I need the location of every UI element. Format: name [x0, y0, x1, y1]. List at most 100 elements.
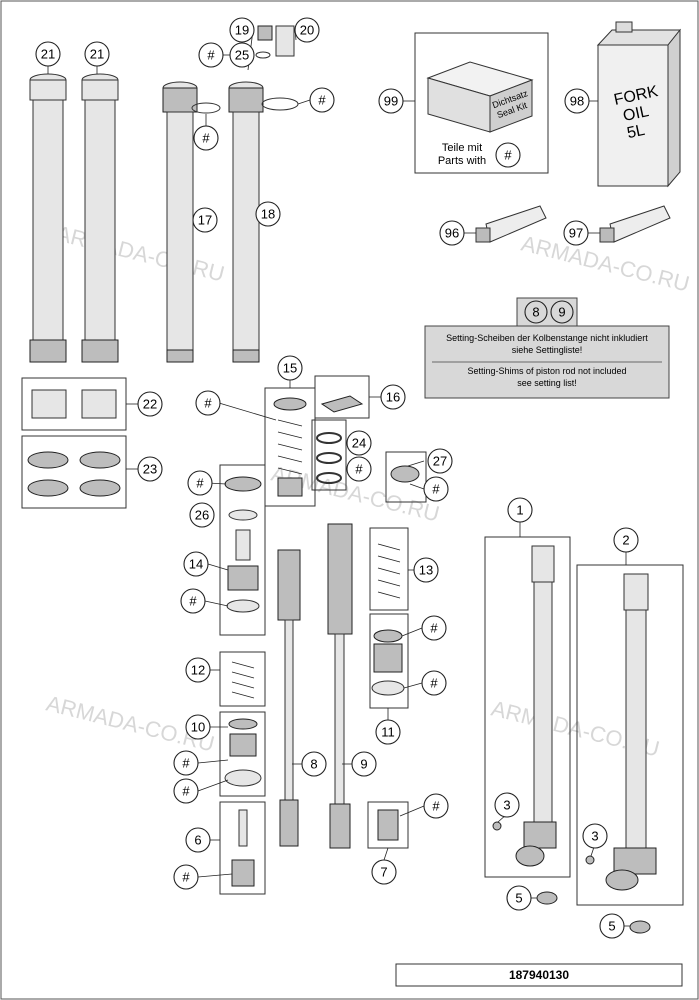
- seal-kit-caption-en: Parts with: [438, 155, 486, 167]
- kit-23-frame: [21, 435, 127, 509]
- ring-24a: [316, 432, 342, 444]
- callout-5b: 5: [608, 919, 615, 934]
- callout-20: 20: [300, 23, 314, 38]
- callout-12: 12: [191, 663, 205, 678]
- callout-hash-6: #: [182, 870, 190, 885]
- callout-hash-11-bottom: #: [430, 676, 438, 691]
- group-14-frame: [219, 464, 266, 636]
- fork-oil-can: [596, 21, 682, 188]
- callout-99: 99: [384, 94, 398, 109]
- callout-hash-10-mid: #: [182, 756, 190, 771]
- callout-1: 1: [516, 503, 523, 518]
- fork-oil-text-2: OIL: [622, 103, 651, 125]
- seal-23c: [79, 451, 121, 469]
- axle-nut-5a: [536, 891, 558, 905]
- part-7: [377, 809, 399, 841]
- grease-tube-96: [475, 205, 547, 243]
- callout-8: 8: [310, 757, 317, 772]
- part-10-body: [229, 733, 257, 757]
- ring-24b: [316, 452, 342, 464]
- callout-5a: 5: [515, 891, 522, 906]
- callout-6: 6: [194, 833, 201, 848]
- screw-3a: [492, 821, 502, 831]
- callout-21a: 21: [41, 47, 55, 62]
- callouts: 21 21 19 20 # 25 # # 17 18 99 # 98 96 97…: [35, 17, 639, 939]
- ring-24c: [316, 472, 342, 484]
- callout-21b: 21: [90, 47, 104, 62]
- callout-3b: 3: [591, 829, 598, 844]
- part-11-body: [373, 643, 403, 673]
- bracket-16: [320, 395, 364, 413]
- callout-hash-11-top: #: [430, 621, 438, 636]
- bushing-22b: [81, 389, 117, 419]
- part-19-nut: [257, 25, 273, 41]
- seal-kit-caption-de: Teile mit: [442, 142, 482, 154]
- part-20-screw: [275, 25, 295, 57]
- seal-kit-frame: [414, 32, 549, 174]
- part-14-top: [224, 476, 262, 492]
- group-11-frame: [369, 613, 409, 709]
- part-6-body: [231, 859, 255, 887]
- callout-hash-25: #: [207, 48, 215, 63]
- callout-98: 98: [570, 94, 584, 109]
- part-6-needle: [238, 809, 248, 847]
- setting-note-de-2: siehe Settingliste!: [512, 345, 583, 355]
- drawing-number: 187940130: [509, 968, 569, 982]
- setting-note-en-1: Setting-Shims of piston rod not included: [467, 366, 626, 376]
- fork-oil-text-3: 5L: [626, 122, 647, 142]
- axle-nut-5b: [629, 920, 651, 934]
- callout-13: 13: [419, 563, 433, 578]
- group-24-frame: [311, 419, 347, 491]
- spring-12: [231, 661, 255, 699]
- group-27-frame: [385, 451, 427, 503]
- callout-9: 9: [360, 757, 367, 772]
- bushing-22a: [31, 389, 67, 419]
- callout-14: 14: [189, 557, 203, 572]
- setting-ref-9: 9: [558, 305, 565, 320]
- callout-18: 18: [261, 207, 275, 222]
- group-10-frame: [219, 711, 266, 797]
- callout-hash-14-bottom: #: [189, 594, 197, 609]
- callout-25: 25: [235, 48, 249, 63]
- callout-10: 10: [191, 720, 205, 735]
- seal-kit-box: [426, 61, 534, 133]
- drawing-number-box: [395, 963, 683, 987]
- part-11-top: [373, 629, 403, 643]
- callout-2: 2: [622, 533, 629, 548]
- callout-hash-oring-18: #: [318, 93, 326, 108]
- callout-96: 96: [445, 226, 459, 241]
- callout-23: 23: [143, 462, 157, 477]
- callout-3a: 3: [503, 798, 510, 813]
- group-12-frame: [219, 651, 266, 707]
- setting-ref-8: 8: [532, 305, 539, 320]
- outer-tube-right: [81, 73, 119, 363]
- o-ring-18: [261, 97, 299, 111]
- group-16-frame: [314, 375, 370, 419]
- seal-23b: [27, 479, 69, 497]
- inner-tube-17: [162, 81, 198, 363]
- callout-hash-15: #: [204, 396, 212, 411]
- leg-1-frame: [484, 536, 571, 878]
- callout-97: 97: [569, 226, 583, 241]
- spring-15: [273, 397, 307, 497]
- part-14-piston: [227, 565, 259, 591]
- callout-hash-27: #: [432, 482, 440, 497]
- screw-3b: [585, 855, 595, 865]
- callout-hash-7: #: [432, 799, 440, 814]
- setting-note-en-2: see setting list!: [517, 378, 577, 388]
- inner-tube-18: [228, 81, 264, 363]
- callout-27: 27: [433, 454, 447, 469]
- part-14-stack: [235, 529, 251, 561]
- callout-hash-oring-17: #: [202, 131, 210, 146]
- part-27: [390, 465, 420, 483]
- piston-rod-8: [277, 549, 301, 847]
- callout-16: 16: [386, 390, 400, 405]
- callout-17: 17: [198, 213, 212, 228]
- seal-23a: [27, 451, 69, 469]
- fork-leg-2: [605, 573, 657, 891]
- callout-hash-seal-kit: #: [504, 148, 512, 163]
- setting-note-de-1: Setting-Scheiben der Kolbenstange nicht …: [446, 333, 648, 343]
- part-25-ring: [255, 51, 271, 59]
- callout-19: 19: [235, 23, 249, 38]
